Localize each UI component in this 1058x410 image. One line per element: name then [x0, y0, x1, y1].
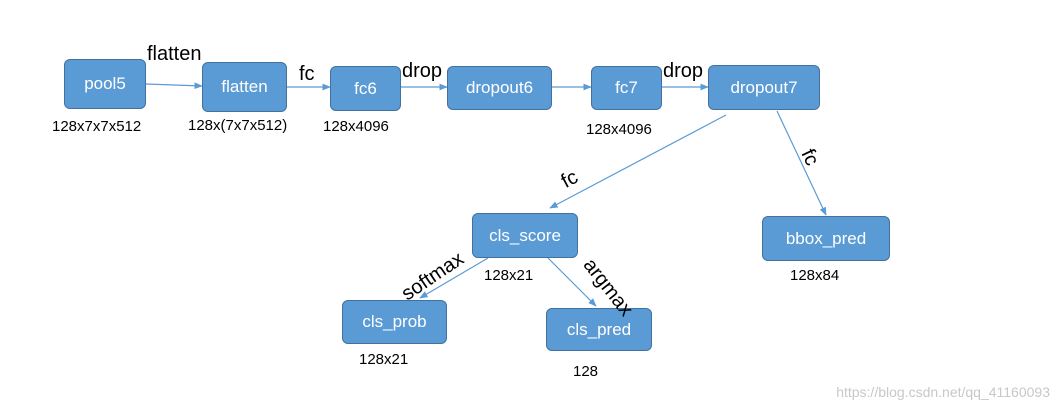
edge-label-drop-2: drop [663, 60, 704, 82]
shape-cls-pred: 128 [573, 363, 599, 380]
node-dropout7: dropout7 [708, 65, 820, 110]
shape-fc7: 128x4096 [586, 121, 652, 138]
arrow-dropout7-cls-score [549, 114, 727, 209]
watermark: https://blog.csdn.net/qq_41160093 [836, 384, 1050, 400]
shape-bbox-pred: 128x84 [790, 267, 840, 284]
shape-flatten: 128x(7x7x512) [188, 117, 288, 134]
node-fc6: fc6 [330, 66, 401, 111]
node-fc7: fc7 [591, 66, 662, 110]
node-flatten: flatten [202, 62, 287, 112]
node-cls-score: cls_score [472, 213, 578, 258]
edge-label-drop-1: drop [402, 60, 443, 82]
edge-label-flatten: flatten [147, 43, 202, 65]
arrow-cls-score-cls-prob [419, 257, 489, 299]
node-cls-prob: cls_prob [342, 300, 447, 344]
arrow-dropout7-bbox-pred [776, 110, 827, 216]
shape-fc6: 128x4096 [323, 118, 389, 135]
shape-cls-score: 128x21 [484, 267, 534, 284]
node-dropout6: dropout6 [447, 66, 552, 110]
shape-pool5: 128x7x7x512 [52, 118, 142, 135]
node-bbox-pred: bbox_pred [762, 216, 890, 261]
arrow-cls-score-cls-pred [547, 257, 597, 307]
edge-label-fc-1: fc [299, 63, 315, 85]
node-cls-pred: cls_pred [546, 308, 652, 351]
shape-cls-prob: 128x21 [359, 351, 409, 368]
node-pool5: pool5 [64, 59, 146, 109]
arrow-pool5-flatten [145, 82, 203, 90]
